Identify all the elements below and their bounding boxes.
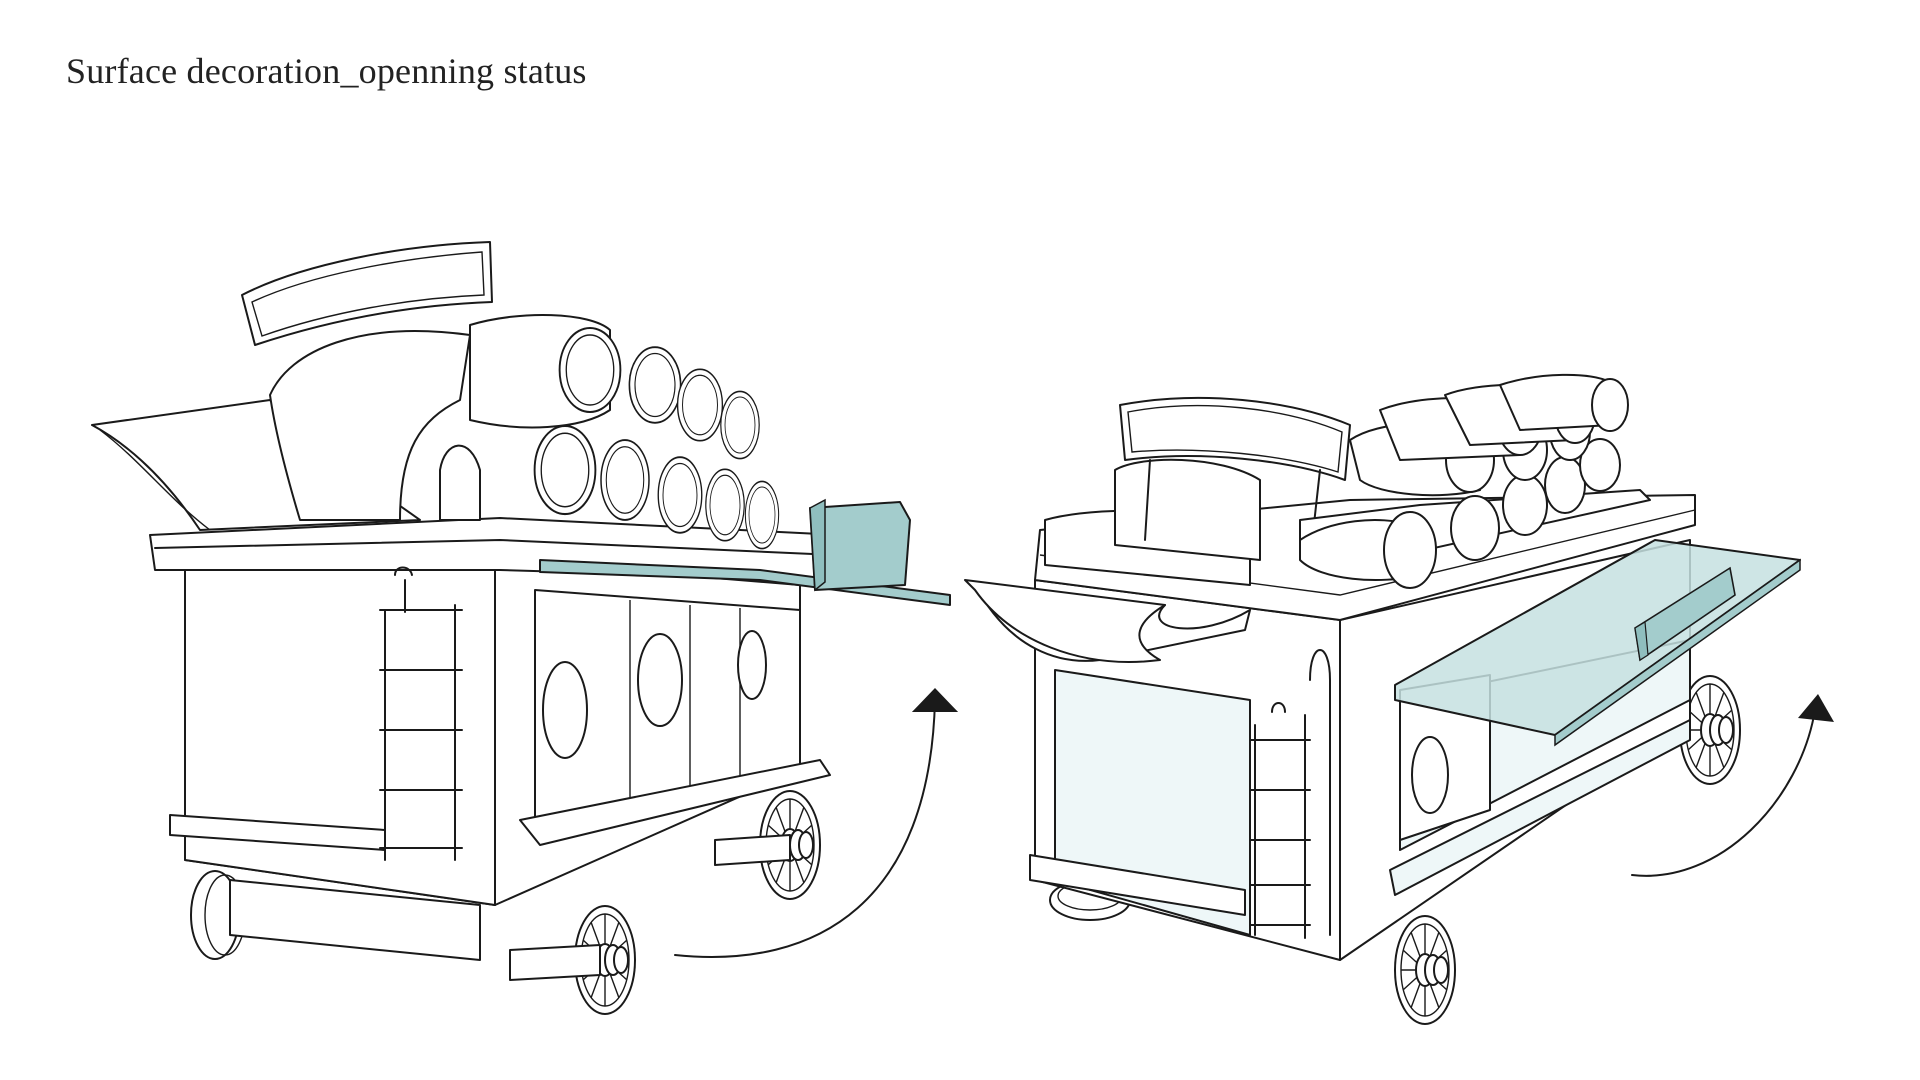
ladder-icon — [1249, 649, 1331, 939]
curved-arrow-icon — [1631, 694, 1834, 877]
barrel-icon — [469, 313, 780, 550]
ladder-icon — [379, 566, 463, 861]
page-title: Surface decoration_openning status — [66, 51, 587, 91]
wagon-wheel-icon — [1394, 915, 1456, 1025]
cart-left-illustration — [91, 241, 958, 1015]
barrel-icon — [1299, 373, 1651, 589]
curved-arrow-icon — [674, 688, 958, 958]
cart-right-illustration — [964, 373, 1834, 1025]
opened-side-panel — [539, 498, 951, 606]
opened-side-panel — [1394, 539, 1801, 747]
